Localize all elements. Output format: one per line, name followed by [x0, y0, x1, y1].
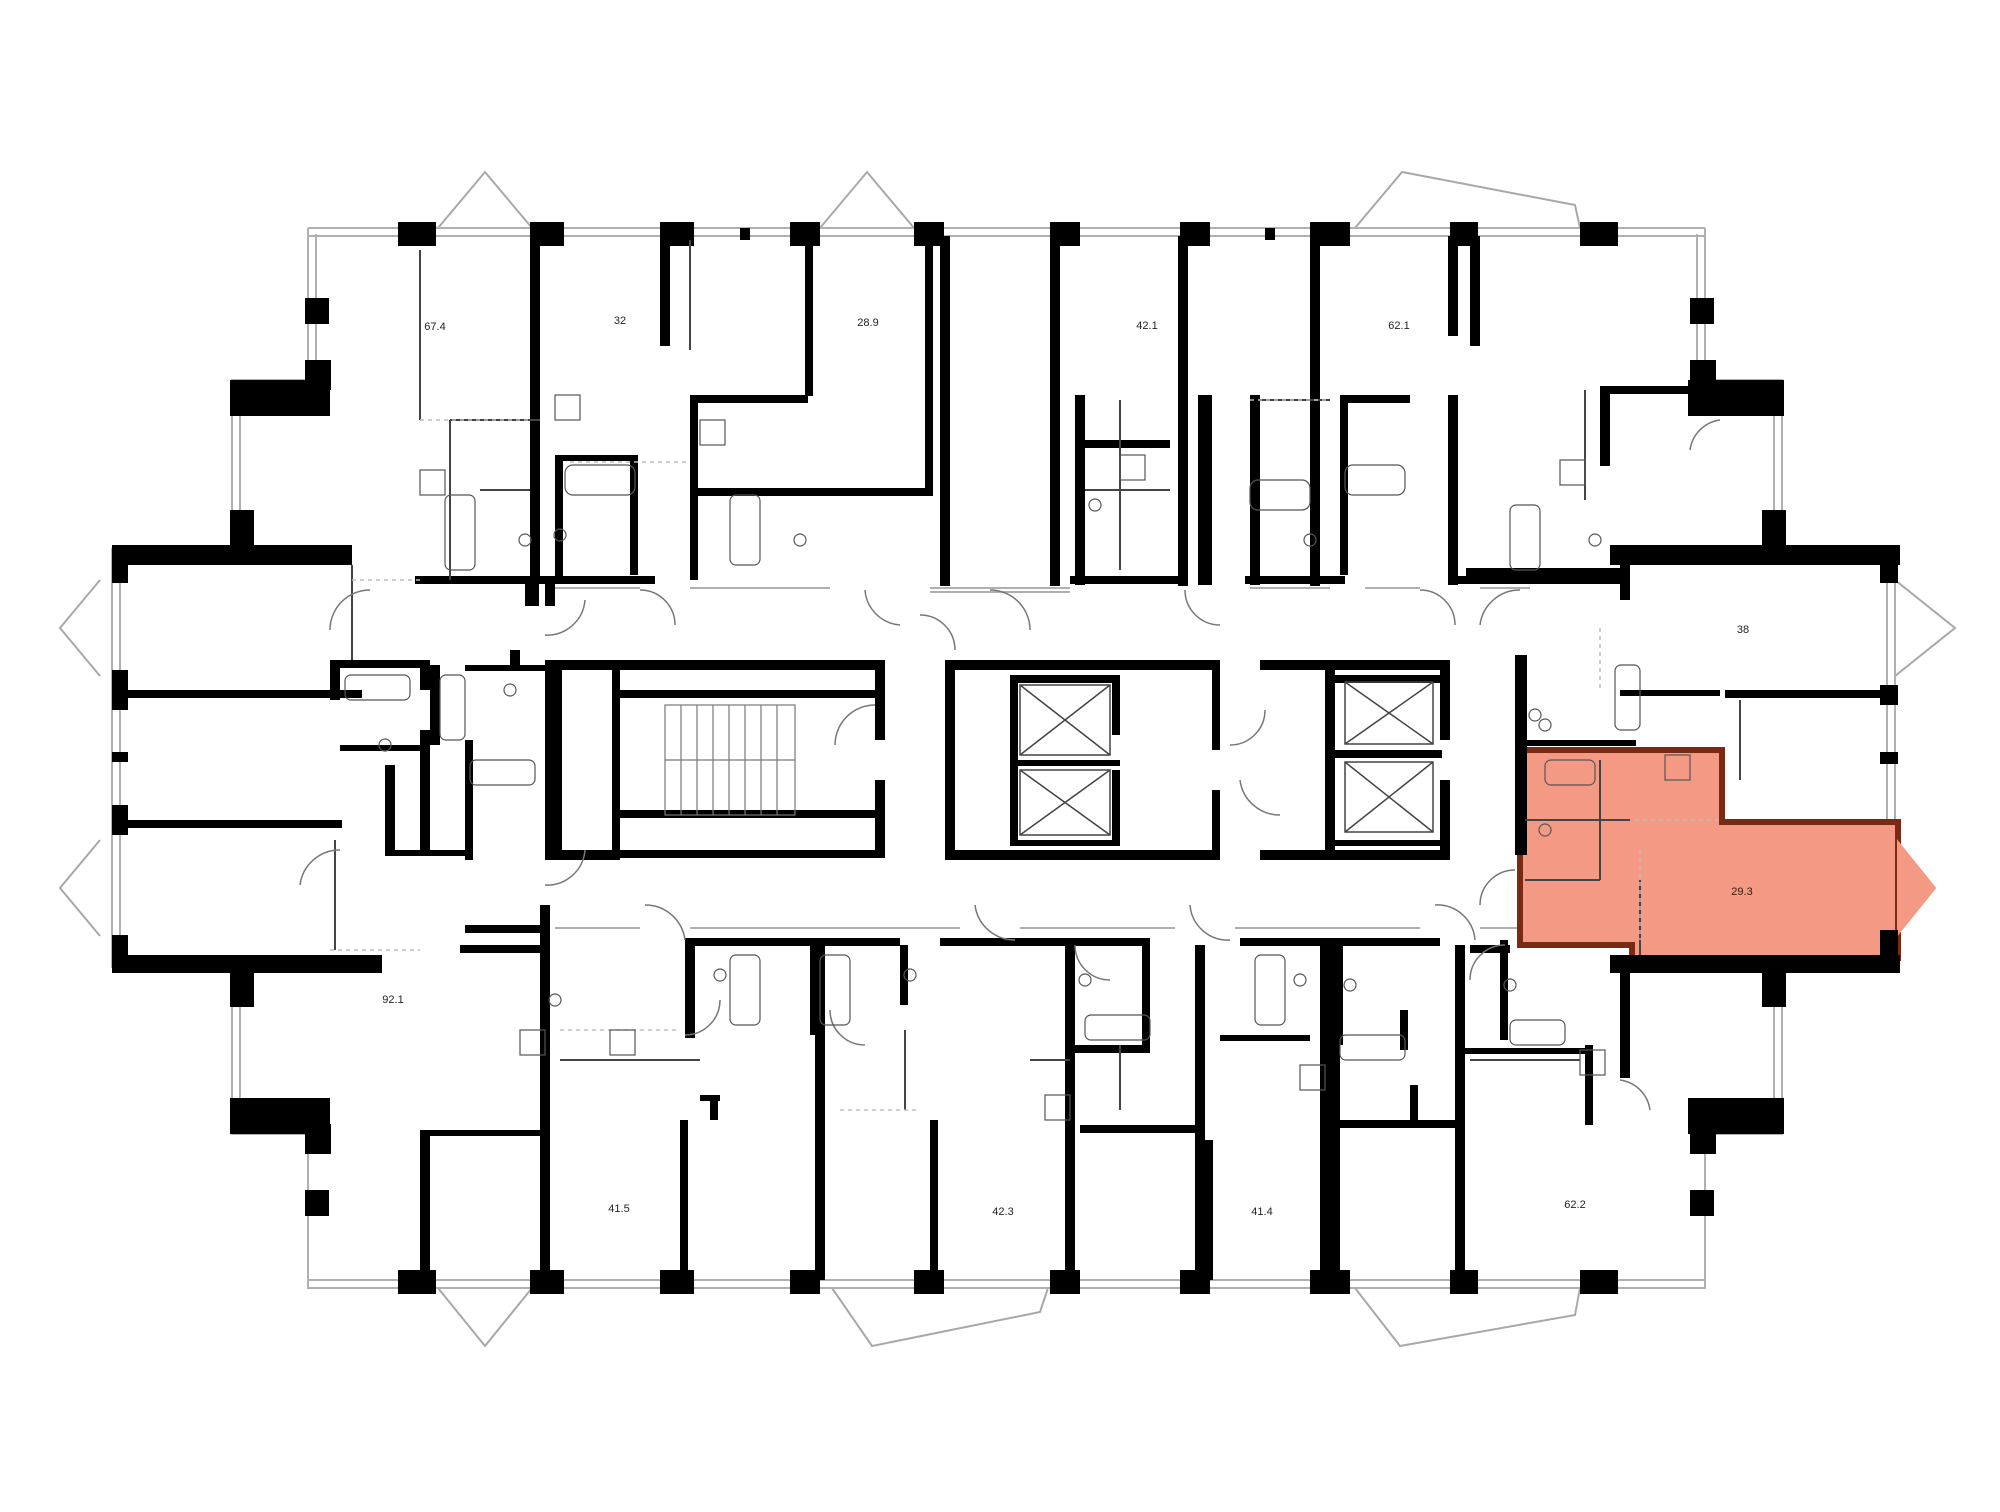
bay-windows: [58, 170, 1957, 1348]
area-label: 42.1: [1136, 320, 1157, 332]
dashed-lines: [330, 399, 1720, 1111]
selected-apartment-fill[interactable]: [1517, 747, 1901, 961]
walls: [112, 222, 1900, 1294]
apartment-labels: 67.4 32 28.9 42.1 62.1 38 29.3 92.1 41.5…: [382, 315, 1752, 1218]
selected-bay-window: [1897, 839, 1937, 937]
area-label: 62.1: [1388, 320, 1409, 332]
fixtures: [344, 394, 1691, 1121]
area-label: 42.3: [992, 1206, 1013, 1218]
area-label: 92.1: [382, 994, 403, 1006]
area-label-selected[interactable]: 29.3: [1731, 886, 1752, 898]
selected-apartment[interactable]: [1517, 747, 1937, 961]
area-label: 28.9: [857, 317, 878, 329]
thin-partitions: [334, 240, 1741, 1110]
elevators: [1019, 681, 1434, 836]
area-label: 41.5: [608, 1203, 629, 1215]
staircase: [664, 704, 796, 816]
area-label: 67.4: [424, 321, 445, 333]
area-label: 32: [614, 315, 626, 327]
door-swings: [299, 419, 1721, 1111]
area-label: 38: [1737, 624, 1749, 636]
area-label: 62.2: [1564, 1199, 1585, 1211]
area-label: 41.4: [1251, 1206, 1272, 1218]
